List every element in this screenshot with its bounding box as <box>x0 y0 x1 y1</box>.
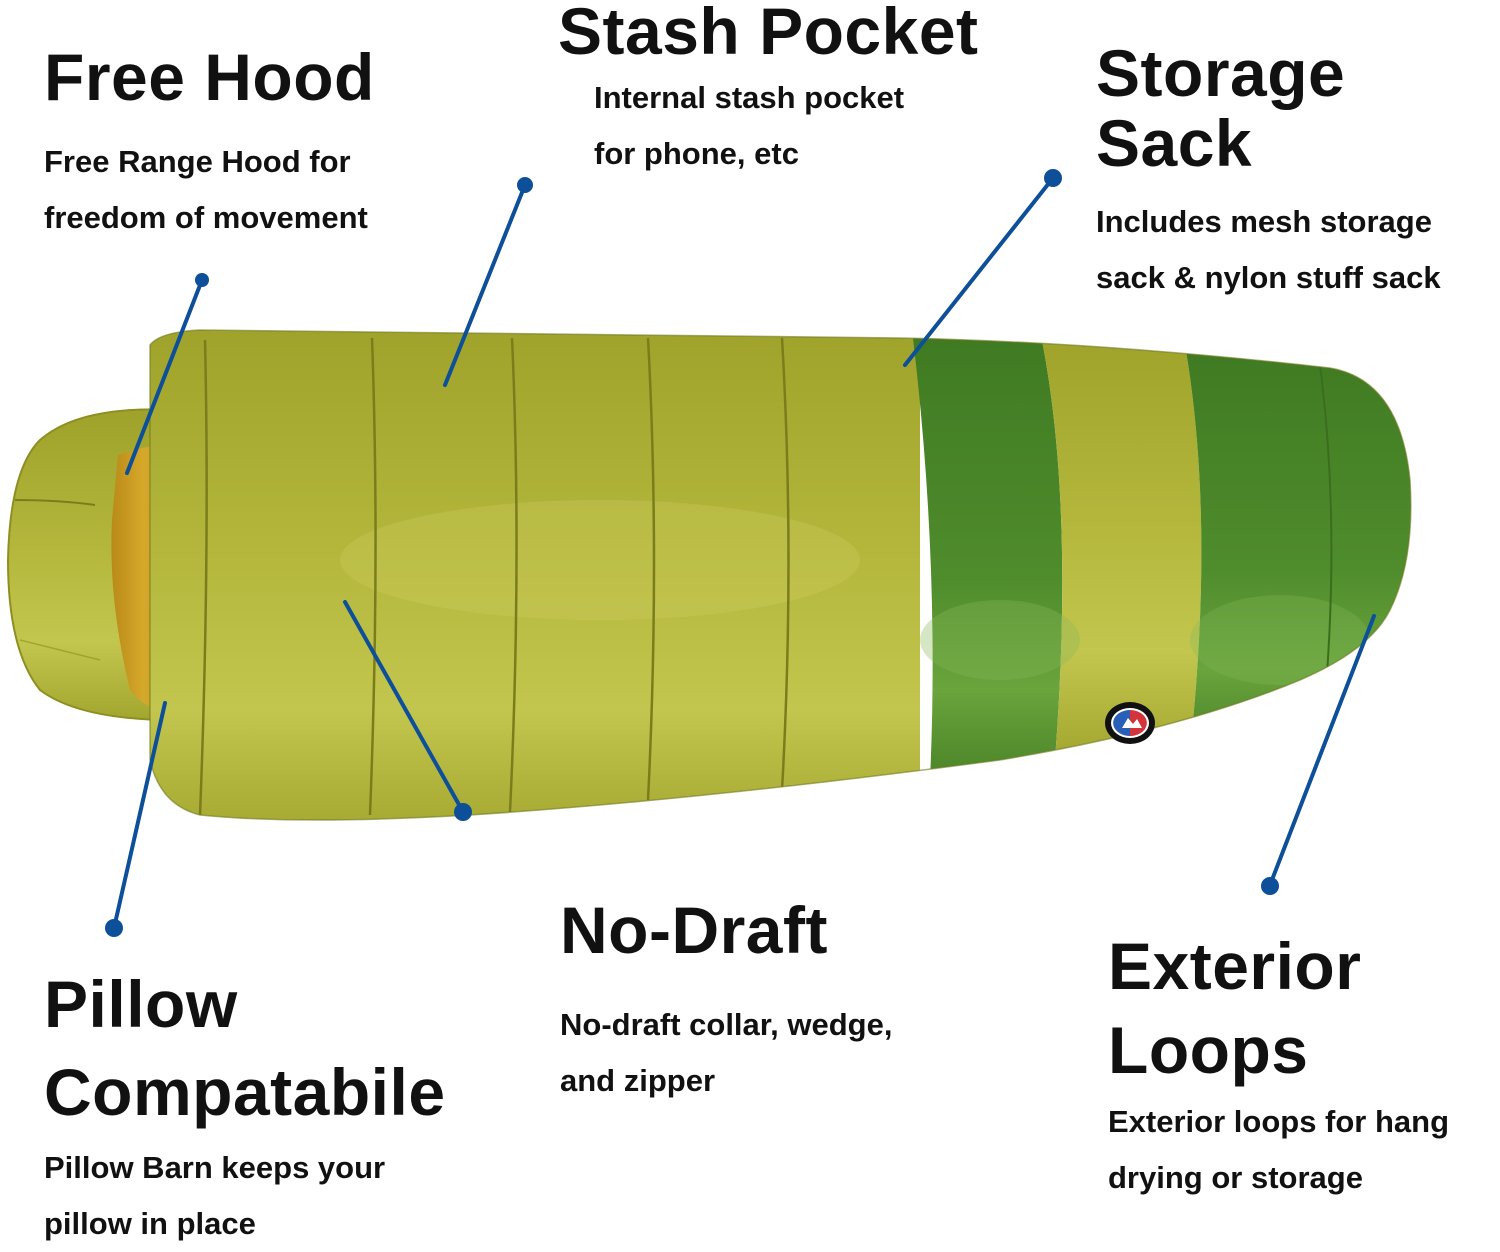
callout-marker-pillow <box>105 701 167 937</box>
callout-title: Pillow Compatabile <box>44 967 446 1129</box>
callout-exterior-loops: Exterior Loops Exterior loops for hang d… <box>1108 924 1500 1206</box>
callout-marker-storage-sack <box>903 169 1062 367</box>
callout-title: Stash Pocket <box>558 0 979 68</box>
brand-logo-icon <box>1105 702 1155 744</box>
callout-title: No-Draft <box>560 893 828 967</box>
callout-marker-no-draft <box>343 600 472 821</box>
callout-description: Exterior loops for hang drying or storag… <box>1108 1104 1450 1195</box>
callout-title: Exterior Loops <box>1108 929 1362 1087</box>
callout-title: Free Hood <box>44 40 375 114</box>
callout-no-draft: No-Draft No-draft collar, wedge, and zip… <box>560 895 892 1109</box>
callout-marker-free-hood <box>125 273 209 475</box>
callout-storage-sack: Storage Sack Includes mesh storage sack … <box>1096 38 1500 306</box>
callout-description: Pillow Barn keeps your pillow in place <box>44 1150 386 1241</box>
callout-description: Free Range Hood for freedom of movement <box>44 144 368 235</box>
bag-body <box>150 330 1411 820</box>
callout-stash-pocket: Stash Pocket Internal stash pocket for p… <box>558 0 979 182</box>
callout-title: Storage Sack <box>1096 36 1346 180</box>
callout-marker-stash-pocket <box>443 177 533 387</box>
callout-pillow-compatible: Pillow Compatabile Pillow Barn keeps you… <box>44 960 544 1252</box>
callout-description: Internal stash pocket for phone, etc <box>594 80 905 171</box>
callout-description: Includes mesh storage sack & nylon stuff… <box>1096 204 1441 295</box>
callout-free-hood: Free Hood Free Range Hood for freedom of… <box>44 42 375 246</box>
callout-marker-exterior-loops <box>1261 614 1376 895</box>
callout-description: No-draft collar, wedge, and zipper <box>560 1007 893 1098</box>
